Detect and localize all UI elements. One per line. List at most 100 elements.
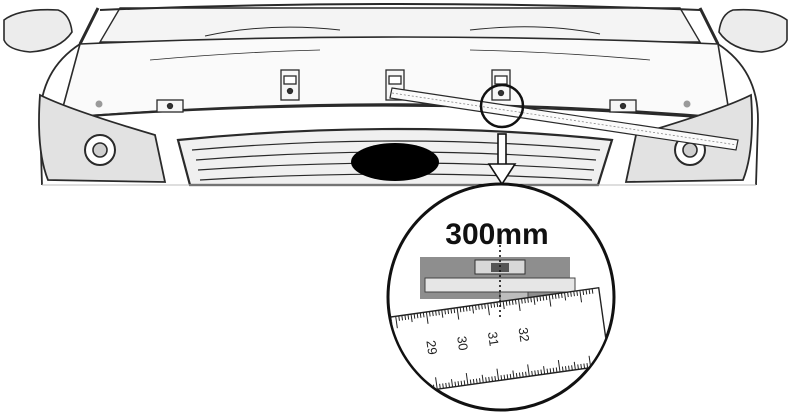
ruler-tick-bottom <box>518 372 521 378</box>
ruler-tick-bottom <box>423 385 426 392</box>
ruler-tick-bottom <box>496 368 500 381</box>
ruler-tick-top <box>530 297 532 303</box>
ruler-tick-top <box>557 293 560 299</box>
ruler-tick-bottom <box>481 374 484 383</box>
ruler-tick-top <box>407 314 410 320</box>
ruler-tick-bottom <box>552 367 555 373</box>
ruler-tick-bottom <box>479 378 481 384</box>
ruler-tick-bottom <box>534 370 536 376</box>
right-a-pillar <box>698 7 720 45</box>
windshield <box>98 7 702 43</box>
ruler-tick-top <box>521 298 523 304</box>
ruler-tick-top <box>484 303 486 309</box>
ruler-tick-top <box>524 298 526 304</box>
ruler-tick-label: 29 <box>423 339 440 355</box>
wiper-left <box>204 26 341 37</box>
ruler-tick-bottom <box>460 380 463 386</box>
ruler-tick-top <box>471 305 475 314</box>
ruler-tick-bottom <box>439 383 441 389</box>
ruler-tick-top <box>444 309 446 315</box>
ruler-tick-top <box>450 308 453 314</box>
ruler-tick-top <box>560 292 563 299</box>
ruler-tick-top <box>490 302 493 308</box>
ruler-tick-top <box>419 312 422 318</box>
ruler-tick-top <box>505 300 508 306</box>
ruler-tick-bottom <box>435 377 438 390</box>
ruler-tick-top <box>404 314 407 321</box>
ruler-tick-top <box>576 290 578 296</box>
ruler-tick-top <box>539 295 542 302</box>
ruler-tick-top <box>496 301 499 308</box>
ruler-tick-bottom <box>414 387 417 393</box>
ruler-tick-bottom <box>503 374 506 380</box>
ruler-tick-bottom <box>475 378 478 384</box>
ruler-tick-top <box>551 294 554 300</box>
ruler-tick-top <box>582 289 585 295</box>
ruler-tick-top <box>468 305 471 311</box>
left-hood-rivet <box>95 100 103 108</box>
ruler-tick-bottom <box>494 375 497 382</box>
ruler-tick-top <box>573 291 575 297</box>
ruler-tick-bottom <box>408 388 411 394</box>
ruler-tick-bottom <box>577 364 579 370</box>
ruler-tick-top <box>514 299 517 305</box>
ruler-tick-top <box>548 294 552 307</box>
ruler-tick-bottom <box>571 365 573 371</box>
ruler-tick-top <box>422 312 425 318</box>
windshield-top-edge <box>99 3 701 11</box>
ruler-tick-top <box>475 305 477 311</box>
ruler-tick-bottom <box>404 381 408 394</box>
ruler-tick-bottom <box>426 385 429 391</box>
ruler-tick-bottom <box>463 380 466 386</box>
ruler-tick-bottom <box>500 375 503 381</box>
ruler-tick-bottom <box>527 364 530 377</box>
right-side-mirror <box>718 8 788 53</box>
ruler-tick-top <box>502 301 505 310</box>
zoom-arrow <box>487 133 517 186</box>
ruler-tick-top <box>428 311 431 317</box>
ruler-tick-bottom <box>540 369 543 375</box>
hood-crease-left <box>149 49 321 61</box>
left-headlight-inner <box>92 142 108 158</box>
ruler-tick-top <box>545 295 548 301</box>
ruler-tick-top <box>410 314 413 323</box>
ruler-tick-top <box>478 304 480 310</box>
ruler-tick-bottom <box>549 368 552 374</box>
ruler-tick-bottom <box>573 361 576 370</box>
ruler-tick-top <box>416 313 419 319</box>
ruler-tick-bottom <box>543 366 546 375</box>
ruler-tick-bottom <box>417 386 420 392</box>
ruler-tick-bottom <box>457 381 460 387</box>
ruler-tick-top <box>585 289 588 295</box>
ruler-tick-bottom <box>537 369 540 376</box>
ruler-tick-top <box>425 311 429 324</box>
ruler-tick-bottom <box>546 368 549 374</box>
brand-emblem-blackout <box>351 143 439 181</box>
ruler-tick-top <box>536 296 539 302</box>
ruler-tick-bottom <box>515 372 518 379</box>
ruler-tick-top <box>579 290 583 303</box>
ruler-tick-bottom <box>568 365 570 371</box>
ruler-tick-top <box>564 292 567 301</box>
ruler-tick-top <box>447 308 450 314</box>
ruler-tick-bottom <box>512 370 515 379</box>
ruler-tick-bottom <box>580 363 583 370</box>
right-headlight-inner <box>682 142 698 158</box>
bracket-far-left <box>156 99 184 113</box>
ruler-tick-bottom <box>485 377 487 383</box>
ruler-tick-bottom <box>472 379 475 385</box>
ruler-tick-bottom <box>454 381 457 387</box>
ruler-tick-top <box>567 292 569 298</box>
ruler-tick-bottom <box>586 363 589 369</box>
ruler-tick-bottom <box>445 382 447 388</box>
ruler-tick-bottom <box>555 367 558 373</box>
ruler-tick-top <box>517 298 521 311</box>
ruler-tick-top <box>527 297 529 303</box>
ruler-tick-bottom <box>525 371 527 377</box>
ruler-tick-top <box>487 303 490 316</box>
ruler-tick-top <box>481 304 483 310</box>
bracket-far-right <box>609 99 637 113</box>
ruler-tick-bottom <box>442 383 444 389</box>
